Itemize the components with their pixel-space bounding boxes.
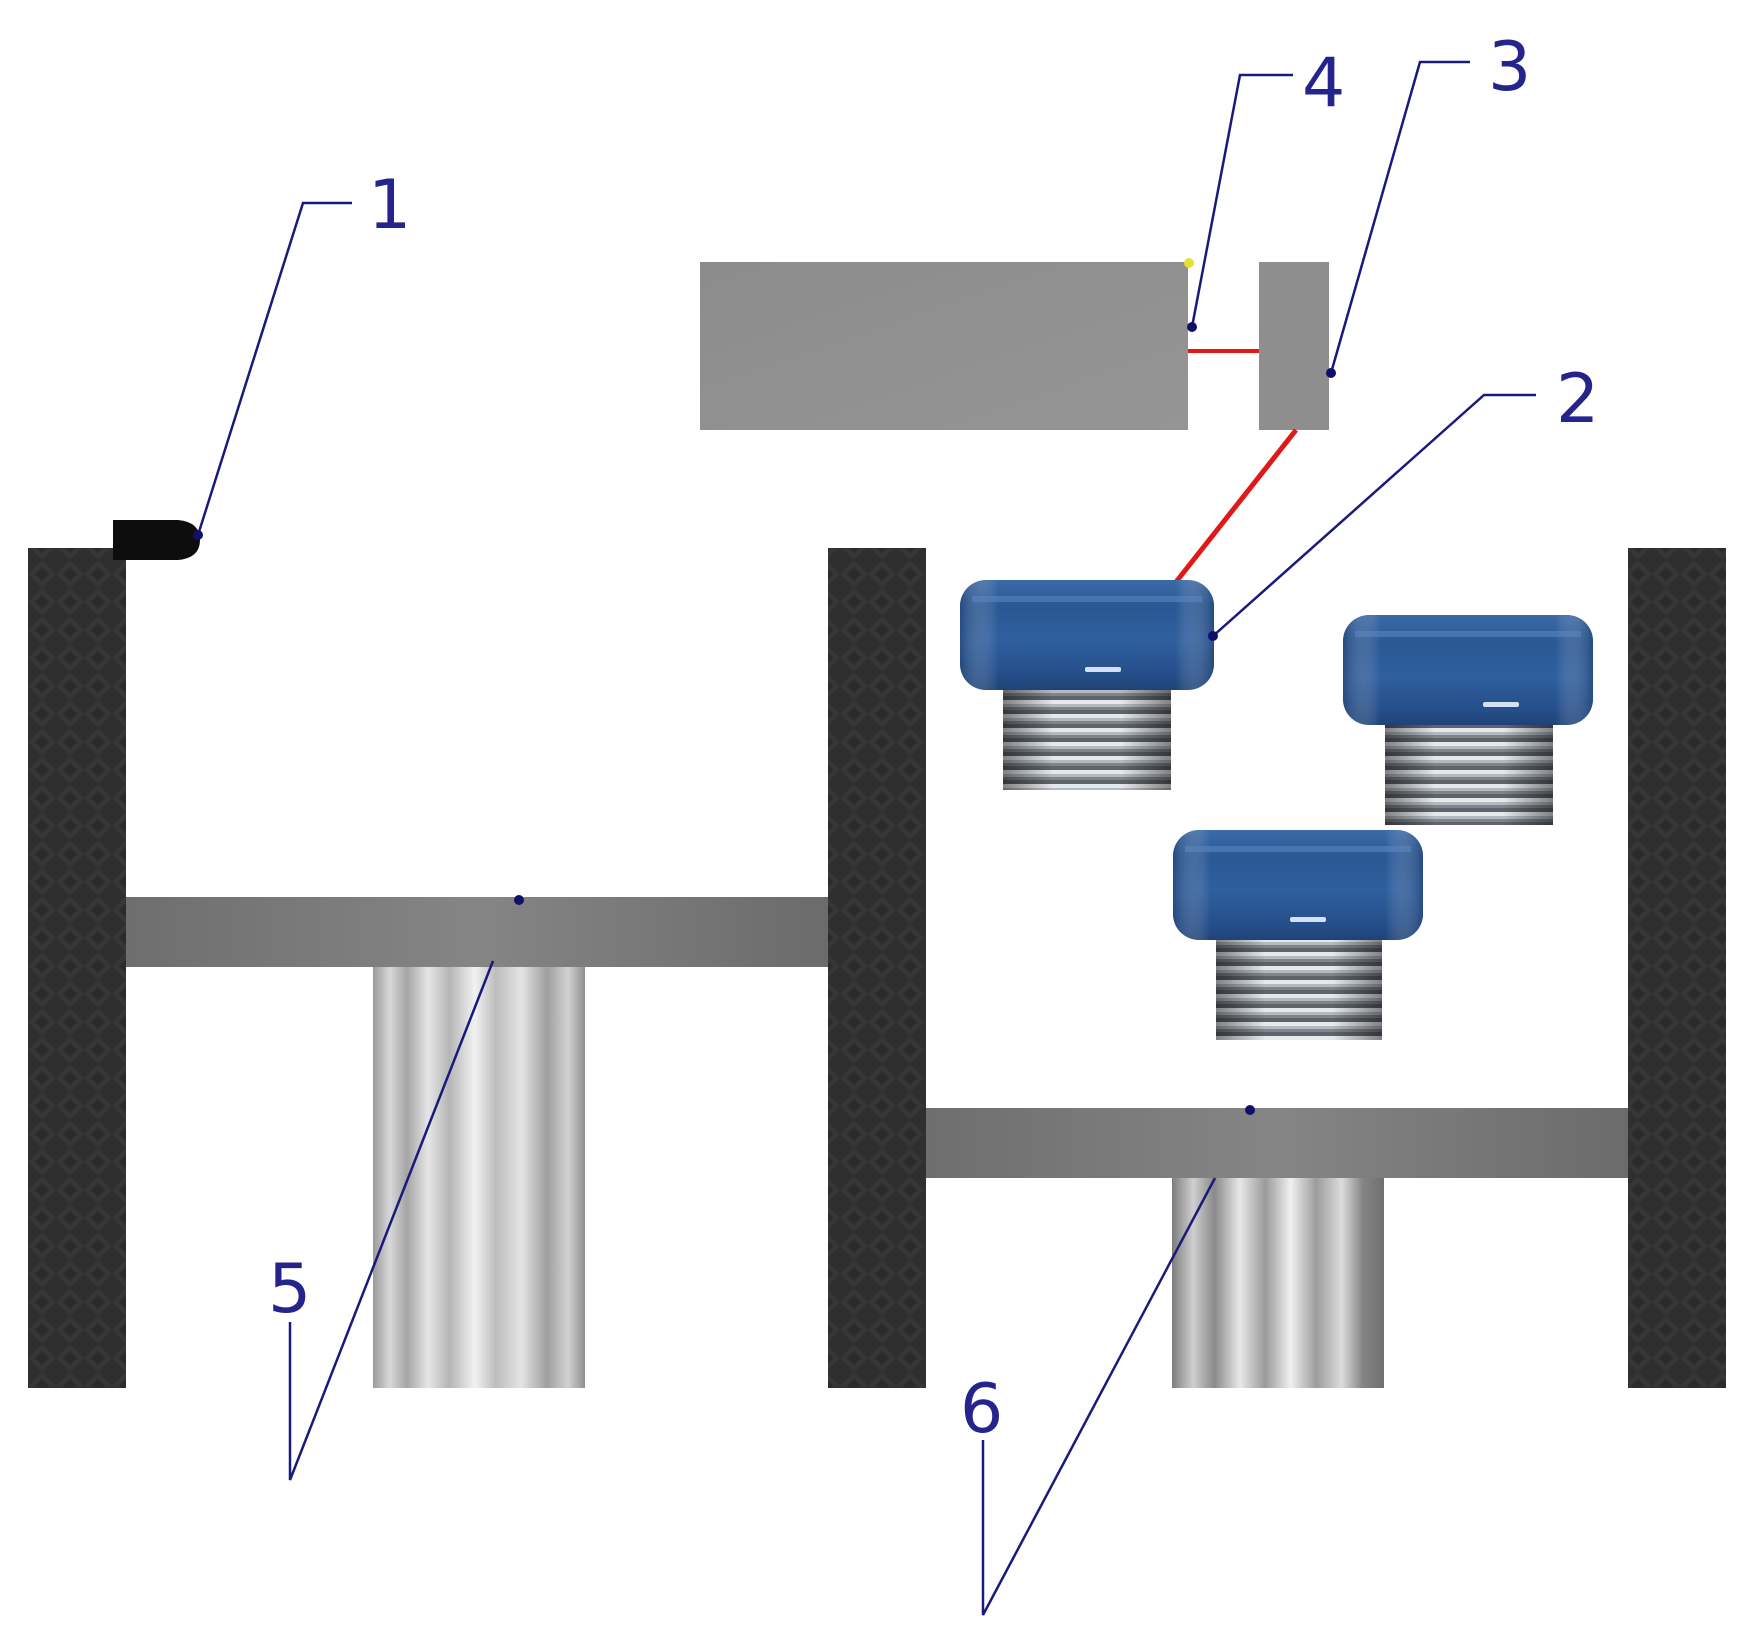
middle-wall <box>828 548 926 1388</box>
leader-lines <box>193 60 1536 1616</box>
leader-4 <box>1190 73 1293 328</box>
right-wall <box>1628 548 1726 1388</box>
scan-mirror <box>1259 262 1329 430</box>
leader-2 <box>1212 393 1536 637</box>
sensor-tip <box>113 520 200 560</box>
callout-3: 3 <box>1488 28 1531 107</box>
right-plate <box>926 1108 1628 1178</box>
yellow-marker <box>1184 258 1194 268</box>
laser-beam-angled <box>1174 428 1298 584</box>
right-piston <box>1172 1177 1384 1388</box>
left-wall <box>28 548 126 1388</box>
scan-head-body <box>700 262 1188 430</box>
leader-5a <box>288 960 495 1481</box>
left-piston <box>373 965 585 1388</box>
left-plate <box>126 897 828 967</box>
leader-1 <box>196 201 352 536</box>
leader-3 <box>1329 60 1470 374</box>
part-b <box>1343 615 1593 825</box>
part-a <box>960 580 1214 790</box>
callout-6: 6 <box>960 1370 1003 1449</box>
callout-5: 5 <box>268 1250 311 1329</box>
leader-6a <box>981 1177 1217 1616</box>
part-c <box>1173 830 1423 1040</box>
callout-4: 4 <box>1302 44 1345 123</box>
callout-1: 1 <box>368 166 411 245</box>
callout-2: 2 <box>1556 360 1599 439</box>
